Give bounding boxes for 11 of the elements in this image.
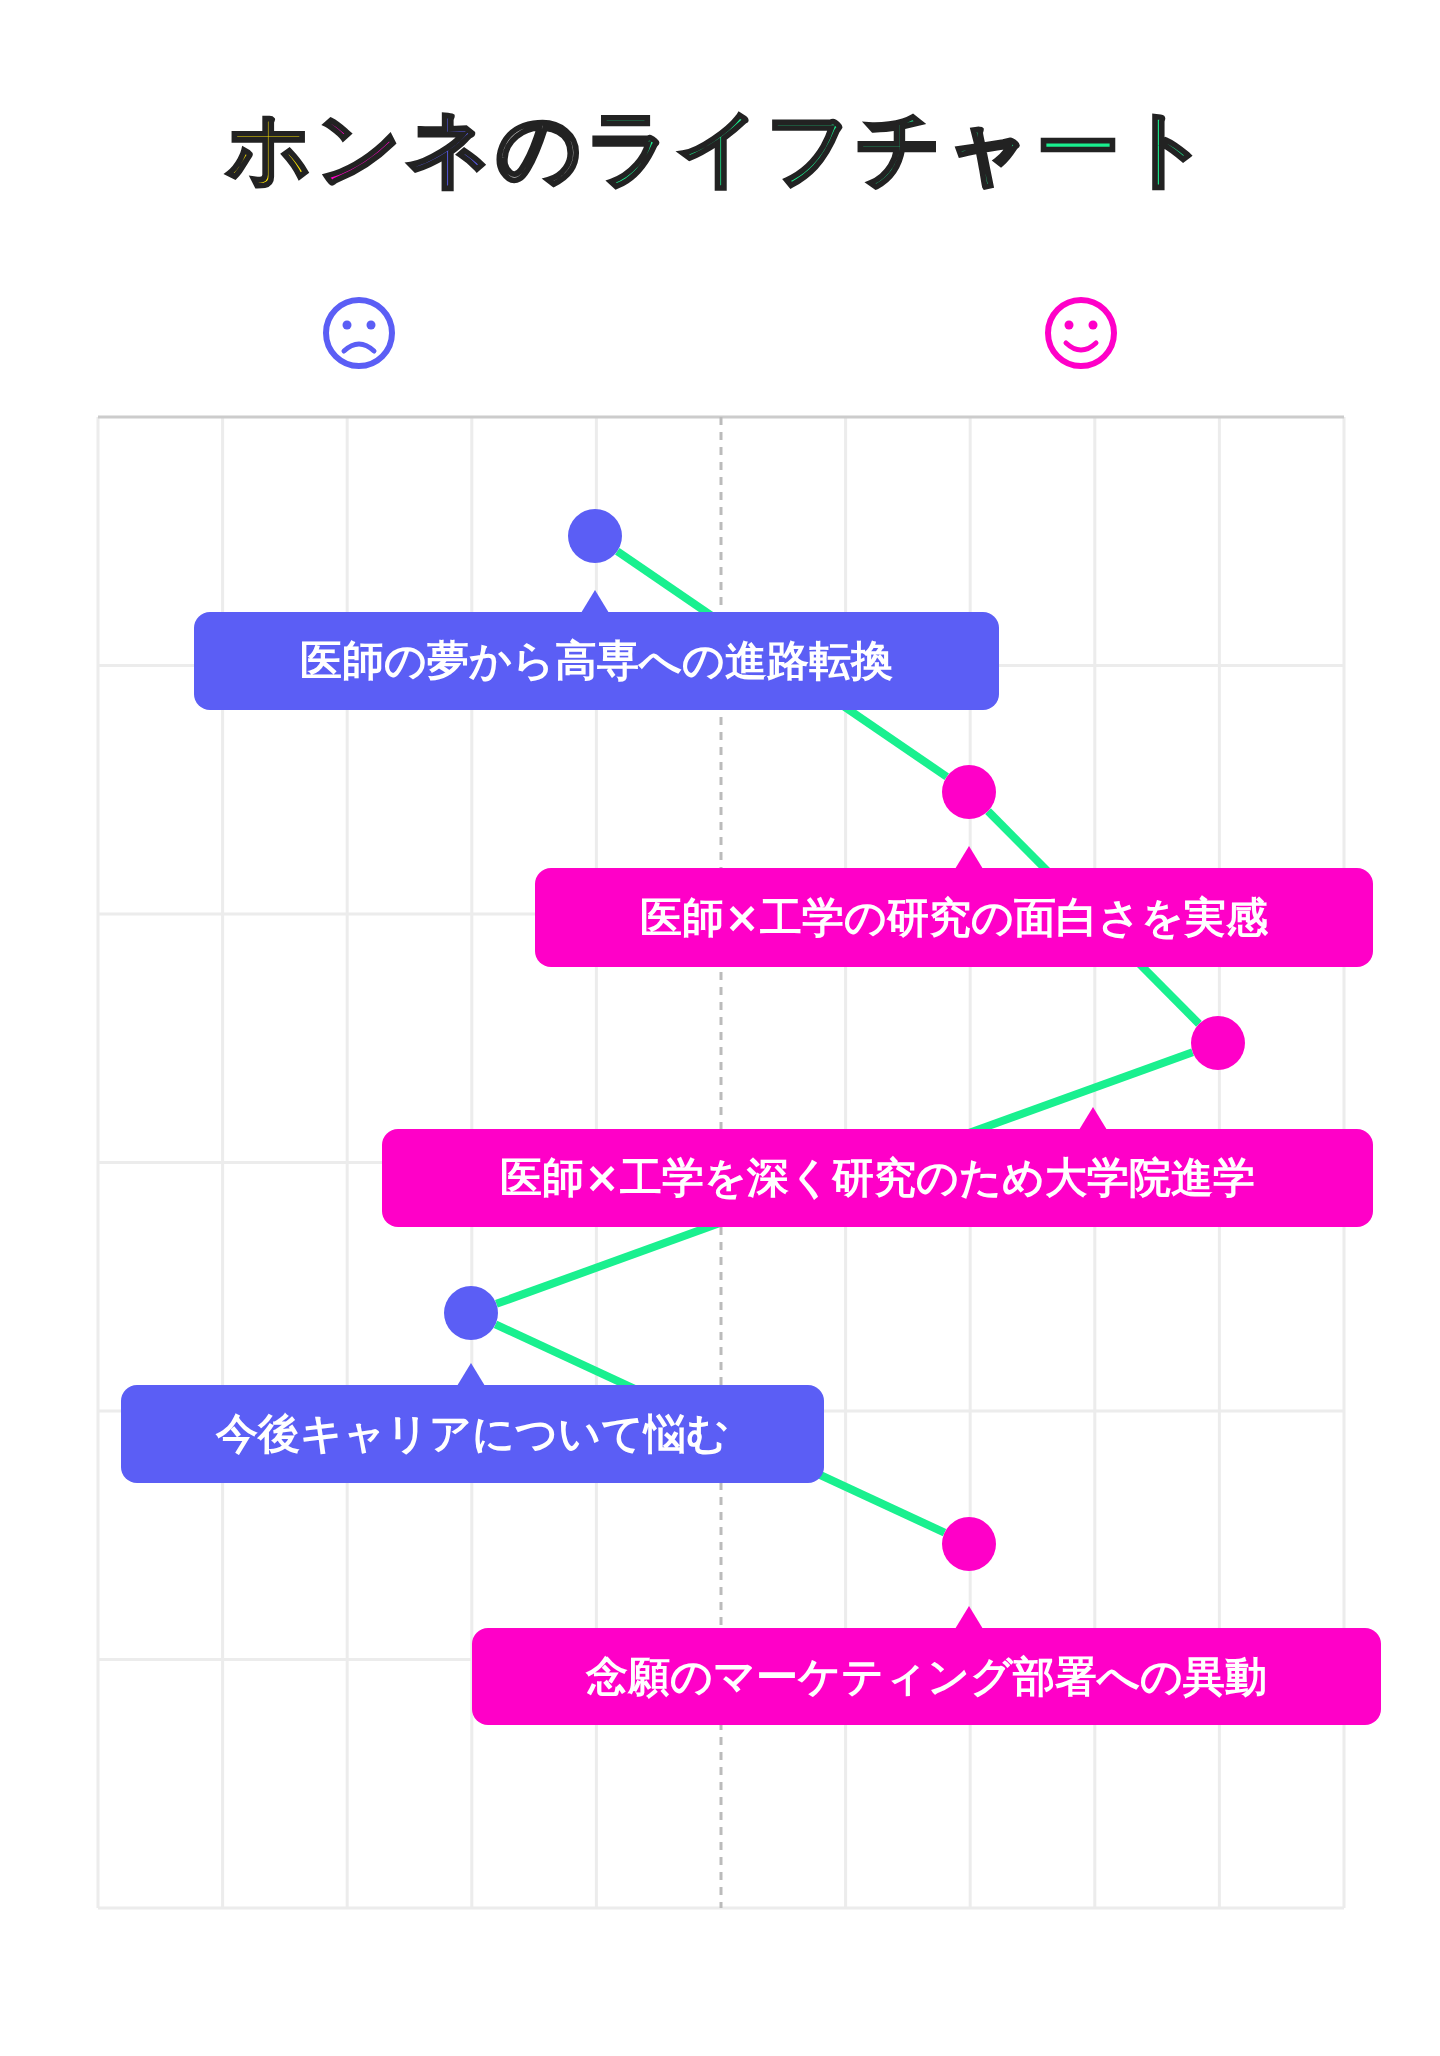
- data-point: [1191, 1016, 1245, 1070]
- callout-label: 念願のマーケティング部署への異動: [472, 1628, 1381, 1725]
- callout-label: 医師×工学の研究の面白さを実感: [535, 868, 1373, 967]
- callout-label: 今後キャリアについて悩む: [121, 1385, 824, 1483]
- title: ホンネのライフチャート: [225, 98, 1215, 199]
- data-point: [444, 1286, 498, 1340]
- data-point: [568, 509, 622, 563]
- callout-label: 医師の夢から高専への進路転換: [194, 612, 999, 710]
- data-point: [942, 765, 996, 819]
- data-point: [942, 1517, 996, 1571]
- callout-label: 医師×工学を深く研究のため大学院進学: [382, 1129, 1373, 1227]
